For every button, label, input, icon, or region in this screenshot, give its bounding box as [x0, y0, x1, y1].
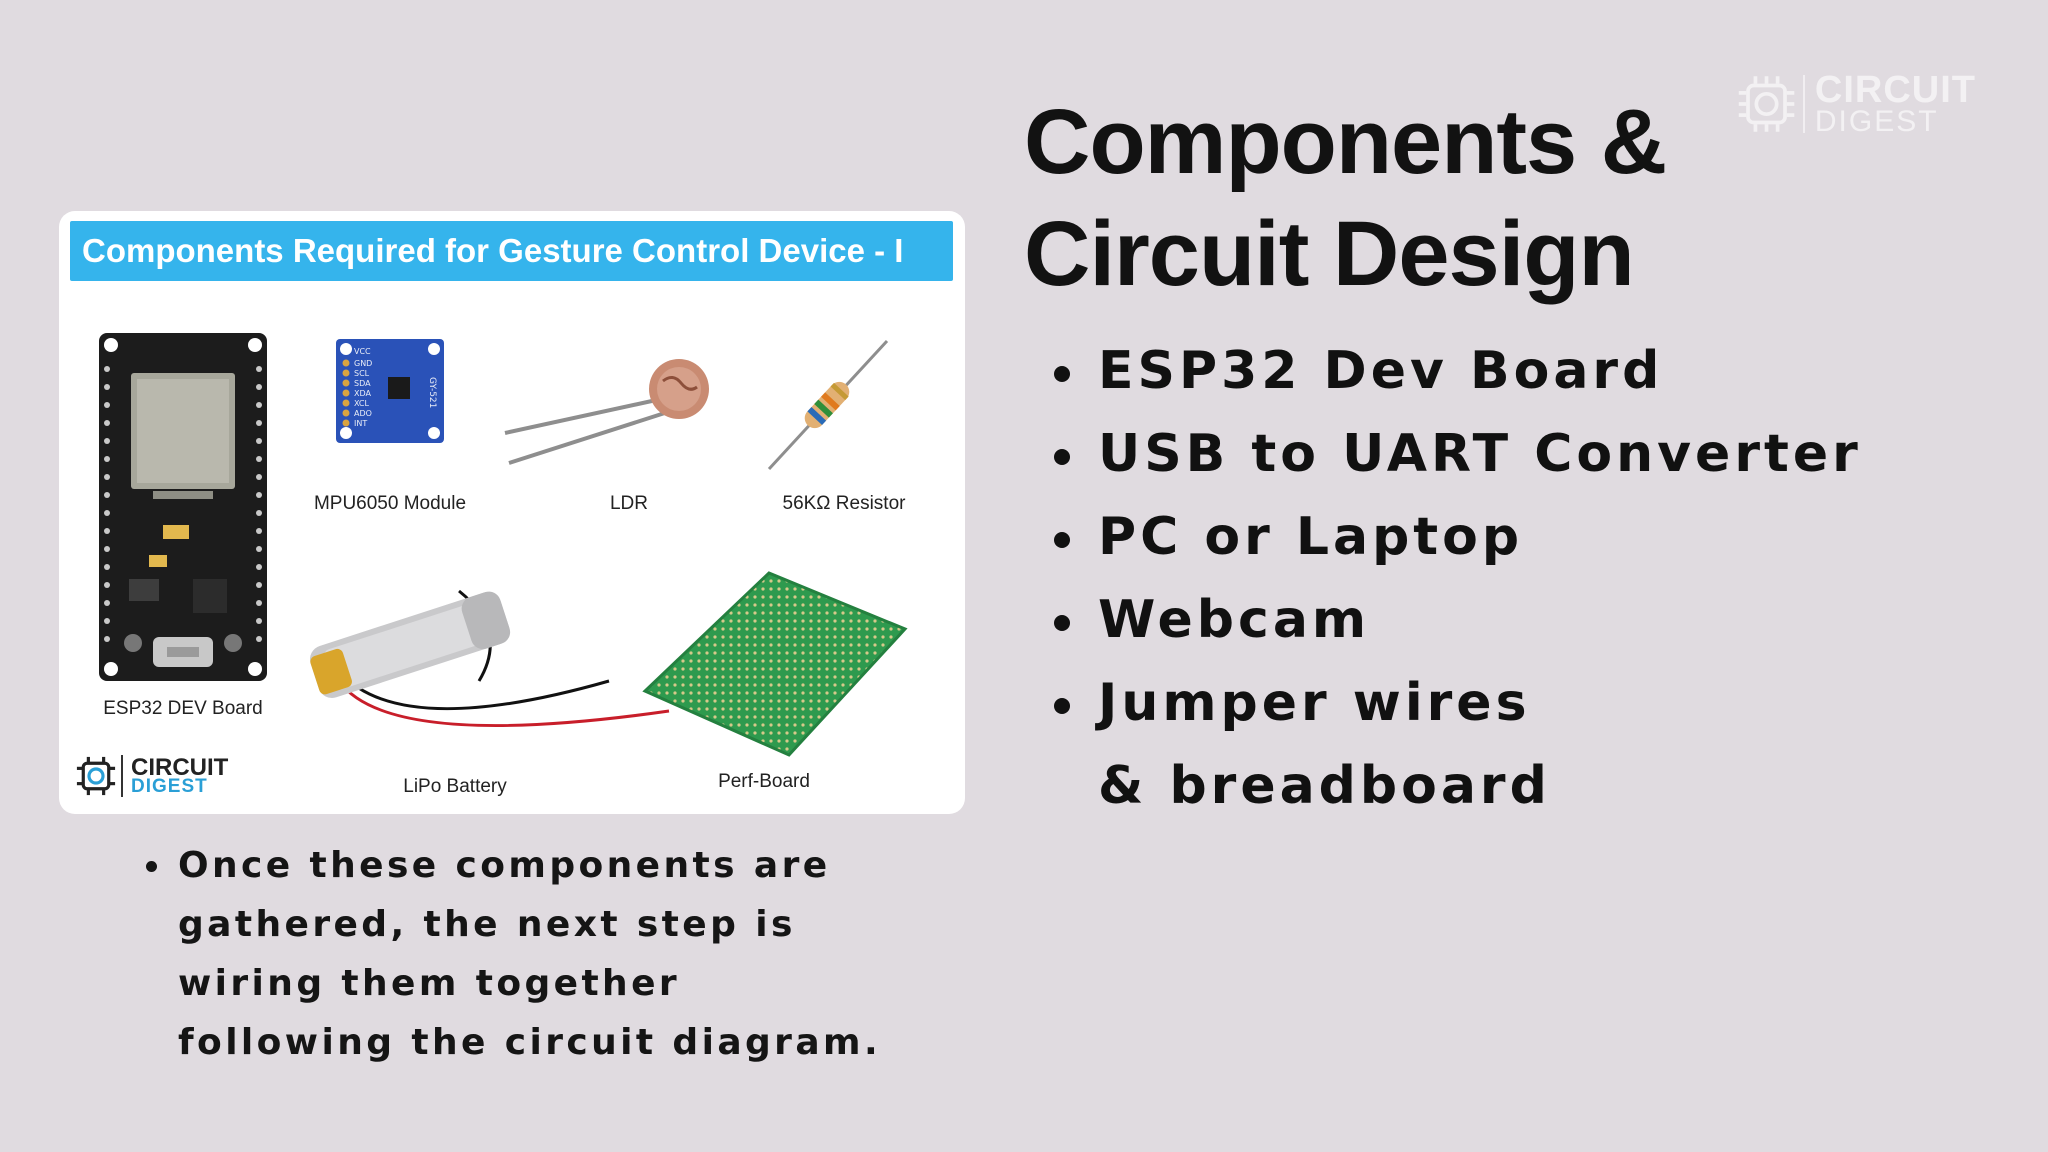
logo-word-digest: DIGEST	[1814, 104, 1939, 138]
mpu-pin-label: XCL	[354, 399, 369, 408]
lipo-battery-image	[309, 589, 670, 728]
ldr-label: LDR	[609, 493, 648, 514]
mpu-pin-label: ADO	[354, 409, 372, 418]
resistor-image	[767, 339, 889, 471]
slide-title-line-2: Circuit Design	[1024, 203, 1635, 305]
chip-logo-icon	[76, 756, 116, 796]
bullet-item: PC or Laptop	[1050, 496, 2010, 579]
bullet-item: Webcam	[1050, 579, 2010, 662]
esp32-board-image	[99, 333, 267, 681]
logo-divider	[1803, 75, 1805, 133]
slide-title-line-1: Components &	[1024, 91, 1667, 193]
esp32-label: ESP32 DEV Board	[103, 698, 263, 719]
figure-banner: Components Required for Gesture Control …	[70, 221, 953, 281]
bullet-item: USB to UART Converter	[1050, 413, 2010, 496]
components-figure: Components Required for Gesture Control …	[59, 211, 965, 814]
perf-board-image	[642, 571, 908, 757]
mpu-pin-label: INT	[354, 419, 367, 428]
chip-logo-icon	[1738, 76, 1795, 132]
logo-word-circuit: CIRCUIT	[131, 753, 229, 781]
mpu-chip-text: GY-521	[427, 377, 437, 408]
mpu-pin-label: GND	[354, 359, 372, 368]
perf-board-label: Perf-Board	[718, 771, 810, 792]
mpu-pin-label: XDA	[354, 389, 372, 398]
figure-brand-logo: CIRCUIT DIGEST	[75, 751, 255, 801]
mpu-pin-label: SDA	[354, 379, 371, 388]
lipo-battery-label: LiPo Battery	[403, 776, 507, 797]
slide-title: Components & Circuit Design	[1024, 86, 1744, 310]
logo-word-digest: DIGEST	[131, 776, 208, 798]
mpu6050-label: MPU6050 Module	[313, 493, 467, 514]
logo-wordmark: CIRCUIT DIGEST	[131, 753, 229, 798]
resistor-label: 56KΩ Resistor	[782, 493, 906, 514]
bullet-item: Jumper wires & breadboard	[1050, 662, 1568, 828]
brand-logo: CIRCUIT DIGEST	[1736, 68, 1976, 140]
note-text: Once these components are gathered, the …	[138, 836, 898, 1072]
mpu-pin-label: VCC	[354, 347, 371, 356]
mpu-pin-label: SCL	[354, 369, 370, 378]
note-list: Once these components are gathered, the …	[138, 836, 898, 1072]
logo-divider	[121, 755, 123, 797]
bullet-item: ESP32 Dev Board	[1050, 330, 2010, 413]
logo-wordmark: CIRCUIT DIGEST	[1814, 68, 1976, 138]
components-bullet-list: ESP32 Dev Board USB to UART Converter PC…	[1050, 330, 2010, 828]
logo-word-circuit: CIRCUIT	[1814, 68, 1976, 111]
ldr-image	[504, 359, 709, 465]
mpu6050-module-image: VCC GND SCL SDA XDA XCL ADO INT GY-521	[336, 339, 444, 443]
